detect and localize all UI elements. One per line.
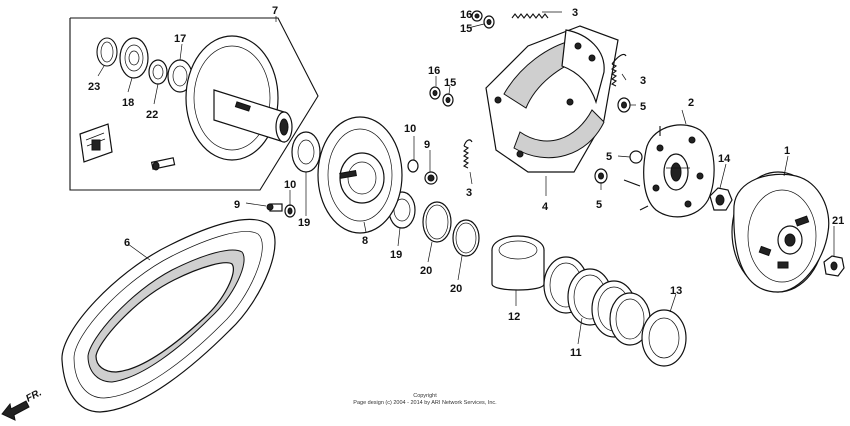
drive-plate-part-2[interactable] [623,124,715,218]
o-ring-part-20-upper[interactable] [422,201,452,243]
bolt-part-9-left[interactable] [266,203,283,212]
oil-seal-part-19-upper[interactable] [291,131,321,173]
callout-18: 18 [122,97,134,109]
spring-part-3-top[interactable] [511,13,549,19]
spring-part-3-right[interactable] [610,53,627,87]
nut-part-21[interactable] [823,255,845,277]
o-ring-part-20-lower[interactable] [452,219,480,257]
callout-4: 4 [542,201,549,213]
callout-15-mid: 15 [444,77,456,89]
collar-part-16-mid[interactable] [429,86,441,100]
spring-part-3-center[interactable] [462,139,473,169]
callout-12: 12 [508,311,520,323]
callout-13: 13 [670,285,682,297]
callout-6: 6 [124,237,130,249]
callout-9-center: 9 [424,139,430,151]
callout-3-right: 3 [640,75,646,87]
callout-20-lower: 20 [450,283,462,295]
moveable-driven-face-part-8[interactable] [317,116,403,234]
callout-22: 22 [146,109,158,121]
clutch-spring-part-11[interactable] [543,256,651,346]
callout-16-mid: 16 [428,65,440,77]
callout-3-top: 3 [572,7,578,19]
seal-part-22[interactable] [148,59,168,85]
callout-19-lower: 19 [390,249,402,261]
washer-part-5-middle[interactable] [629,150,643,164]
callout-7: 7 [272,5,278,17]
callout-23: 23 [88,81,100,93]
washer-part-5-right[interactable] [617,97,631,113]
leader-lines [97,11,835,345]
bearing-part-18[interactable] [119,37,149,79]
front-direction-arrow: FR. [1,387,44,421]
callout-10-left: 10 [284,179,296,191]
callout-15-top: 15 [460,23,472,35]
callout-10-center: 10 [404,123,416,135]
driven-face-part-7[interactable] [185,35,293,161]
callout-3-center: 3 [466,187,472,199]
copyright-line-2: Page design (c) 2004 - 2014 by ARI Netwo… [353,400,497,406]
callout-11: 11 [570,347,582,359]
fr-label: FR. [24,387,43,404]
callout-20-upper: 20 [420,265,432,277]
bolt-part-9-center[interactable] [424,171,438,185]
callout-19-upper: 19 [298,217,310,229]
callout-5-lower: 5 [596,199,602,211]
washer-part-10-left[interactable] [284,204,296,218]
copyright-line-1: Copyright [413,393,437,399]
callout-2: 2 [688,97,694,109]
drive-belt-part-6[interactable] [61,218,276,413]
nut-part-14[interactable] [709,187,733,211]
guide-pin[interactable] [150,157,176,171]
callout-5-middle: 5 [606,151,612,163]
callout-labels: 7 23 18 22 17 16 15 3 16 15 3 5 2 5 5 14… [88,5,844,359]
callout-5-right: 5 [640,101,646,113]
washer-part-5-lower[interactable] [594,168,608,184]
driven-face-group-box [69,17,319,191]
washer-part-10-center[interactable] [407,159,419,173]
washer-part-15-mid[interactable] [442,93,454,107]
callout-9-left: 9 [234,199,240,211]
clutch-shoe-assembly-part-4[interactable] [485,25,619,173]
clutch-outer-part-1[interactable] [731,171,830,293]
callout-14: 14 [718,153,731,165]
callout-16-top: 16 [460,9,472,21]
circlip-part-23[interactable] [96,37,118,67]
collar-part-16-top[interactable] [471,10,483,22]
callout-21: 21 [832,215,844,227]
callout-17: 17 [174,33,186,45]
washer-part-15-top[interactable] [483,15,495,29]
copyright-notice: Copyright Page design (c) 2004 - 2014 by… [353,393,497,406]
callout-1: 1 [784,145,790,157]
callout-8: 8 [362,235,368,247]
collar-part-12[interactable] [491,235,545,291]
seal-ring-part-13[interactable] [641,309,687,367]
caution-label-sticker [79,123,113,163]
